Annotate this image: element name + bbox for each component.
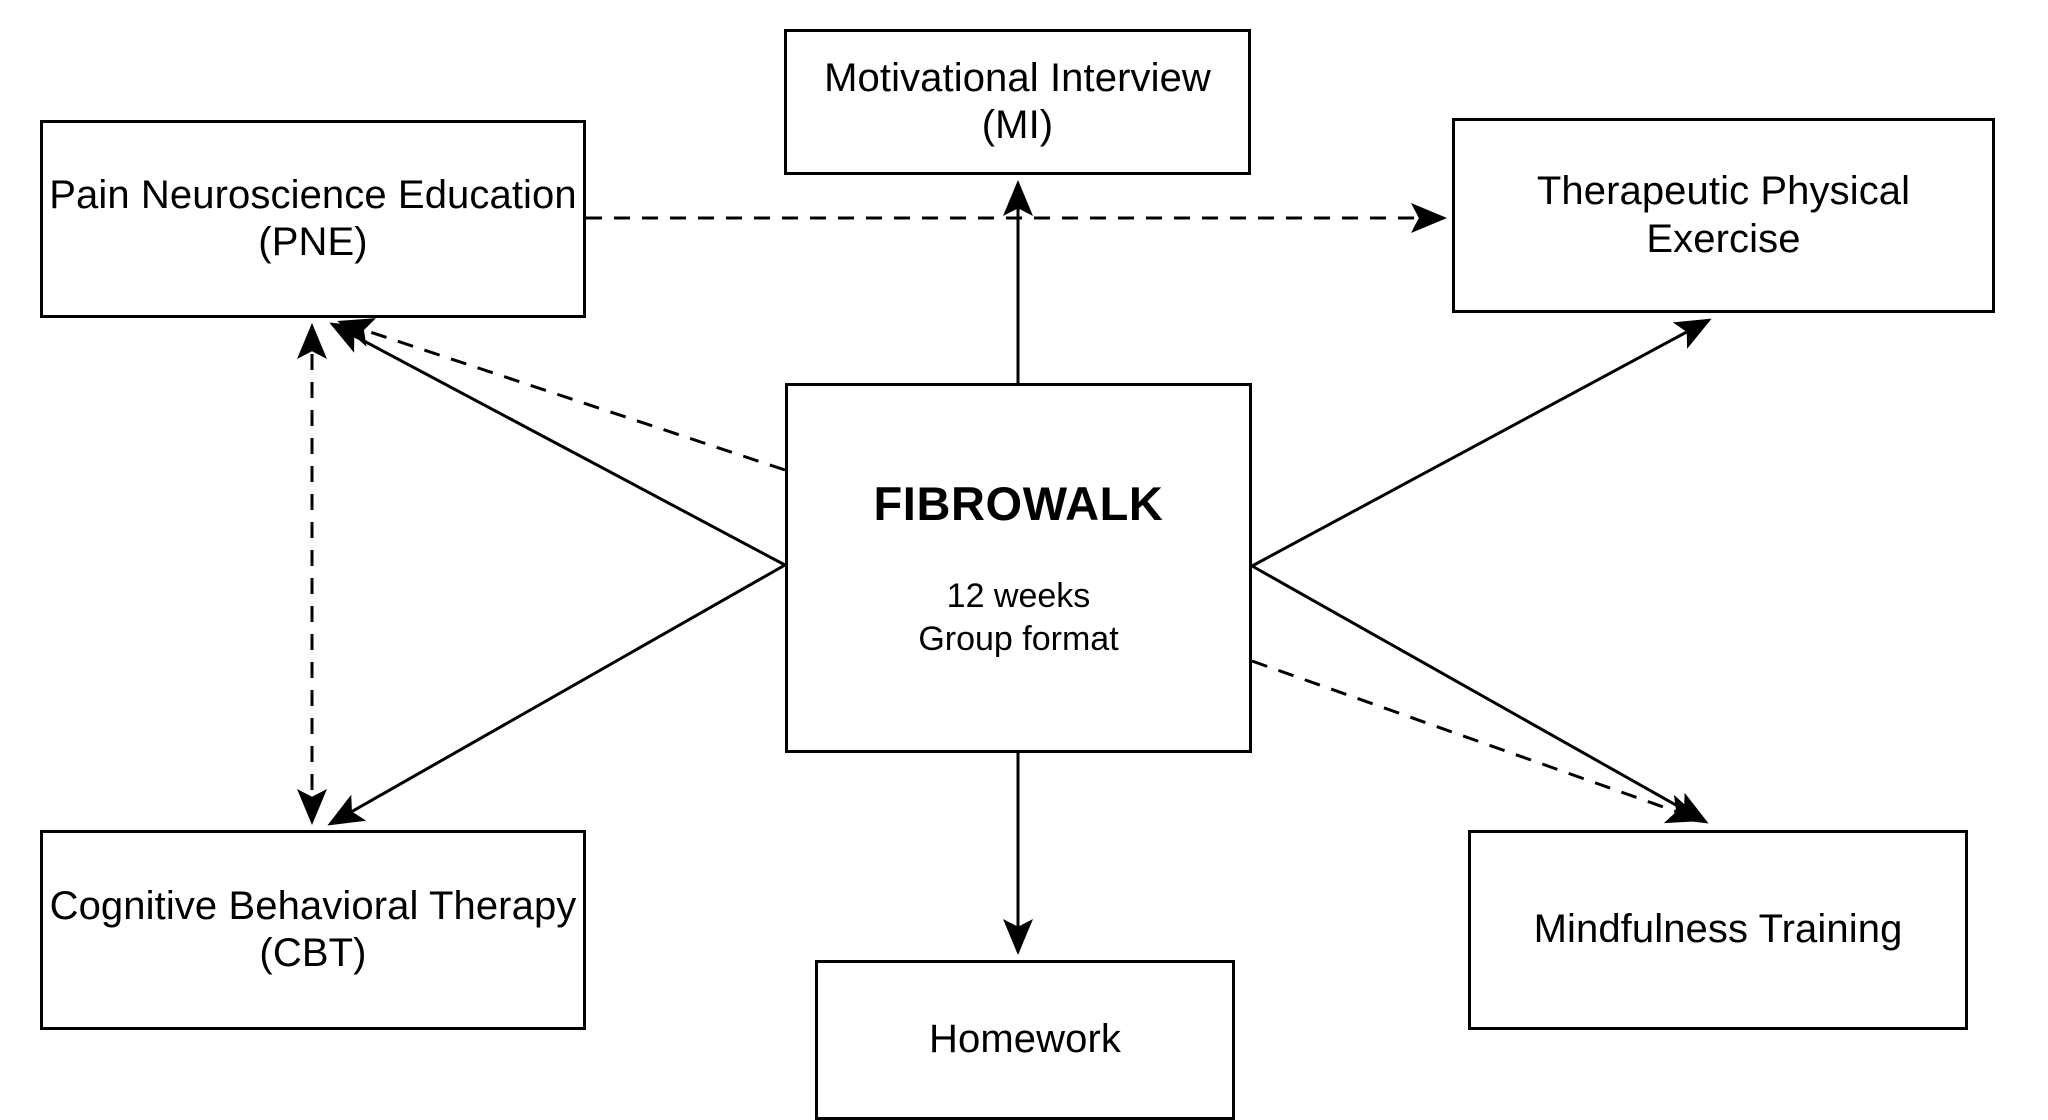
node-therapeutic-physical-exercise-label: Therapeutic Physical Exercise	[1536, 169, 1911, 261]
node-homework[interactable]: Homework	[815, 960, 1235, 1120]
node-fibrowalk-subtitle: 12 weeks Group format	[918, 577, 1119, 658]
node-therapeutic-physical-exercise[interactable]: Therapeutic Physical Exercise	[1452, 118, 1995, 313]
edge-fibrowalk-to-cbt-solid	[327, 563, 786, 826]
node-cognitive-behavioral-therapy-label: Cognitive Behavioral Therapy (CBT)	[49, 883, 577, 975]
node-mindfulness-training-label: Mindfulness Training	[1533, 907, 1903, 952]
node-fibrowalk[interactable]: FIBROWALK 12 weeks Group format	[785, 383, 1252, 753]
edge-fibrowalk-to-pne-solid	[329, 322, 786, 567]
node-cognitive-behavioral-therapy[interactable]: Cognitive Behavioral Therapy (CBT)	[40, 830, 586, 1030]
node-mindfulness-training[interactable]: Mindfulness Training	[1468, 830, 1968, 1030]
node-pain-neuroscience-education[interactable]: Pain Neuroscience Education (PNE)	[40, 120, 586, 318]
node-motivational-interview[interactable]: Motivational Interview (MI)	[784, 29, 1251, 175]
edge-fibrowalk-to-mindfulness-solid	[1251, 564, 1709, 824]
node-homework-label: Homework	[929, 1017, 1121, 1062]
node-pain-neuroscience-education-label: Pain Neuroscience Education (PNE)	[49, 172, 577, 264]
node-fibrowalk-title: FIBROWALK	[873, 477, 1164, 530]
edge-fibrowalk-to-tpe-solid	[1251, 318, 1712, 568]
edge-fibrowalk-to-pne-dashed	[337, 318, 786, 472]
node-motivational-interview-label: Motivational Interview (MI)	[824, 55, 1211, 147]
edge-fibrowalk-to-mindfulness-dashed	[1251, 659, 1703, 824]
